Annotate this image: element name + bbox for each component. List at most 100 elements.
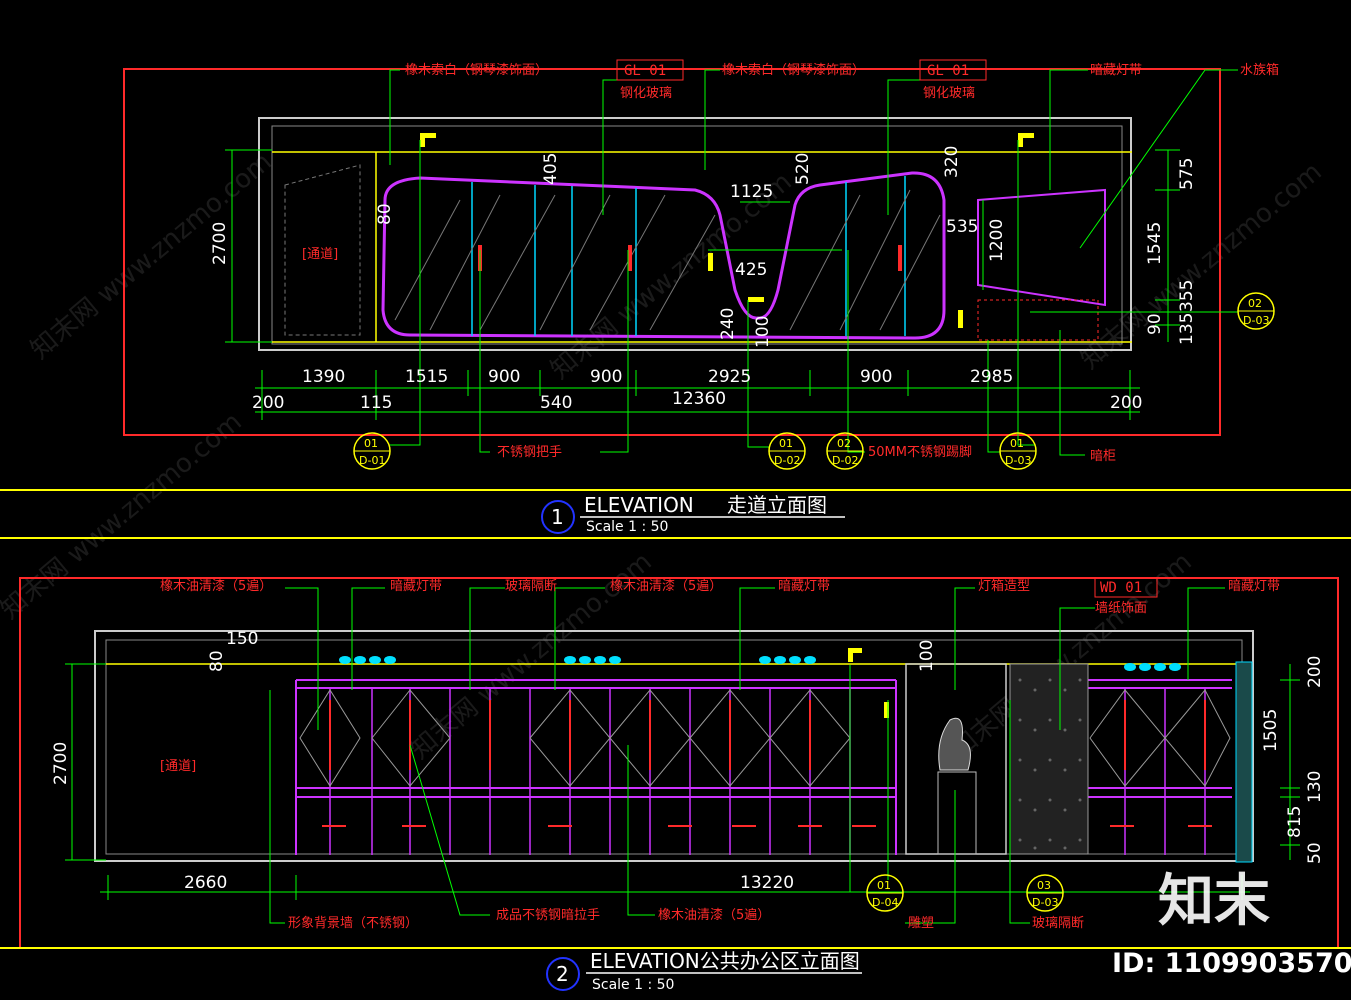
- elevation-1-leader-lines: [389, 69, 1238, 456]
- title-circle-1: [541, 500, 575, 534]
- aquarium-outline: [977, 188, 1106, 307]
- cabinet-structure: [295, 679, 1232, 855]
- dim-text: 150: [226, 629, 258, 649]
- note-oak-clear-1: 橡木油清漆（5遍）: [160, 578, 272, 594]
- ref-top: 01: [877, 879, 891, 892]
- dim-height: 2700: [210, 222, 230, 265]
- passage-label: [通道]: [302, 247, 338, 262]
- note-steel-pull: 成品不锈钢暗拉手: [496, 908, 600, 923]
- door-diamond-pattern: [299, 689, 1231, 787]
- dim-text: 815: [1285, 806, 1305, 838]
- detail-ref: 02 D-02: [826, 432, 864, 470]
- dims-row1: 1390 1515 900 900 2925 900 2985: [302, 367, 1013, 387]
- title-circle-2: [546, 957, 580, 991]
- passage-label-2: [通道]: [160, 759, 196, 774]
- note-hidden-light-2: 暗藏灯带: [778, 579, 830, 594]
- note-tempered-glass-1: 钢化玻璃: [620, 86, 672, 101]
- elevation-1-outer-frame: [123, 68, 1221, 436]
- elevation-1-inner-outline: [271, 125, 1123, 345]
- dim-text: 240: [718, 308, 738, 340]
- dim-text: 80: [375, 203, 395, 225]
- elevation-1-dimension-lines: [225, 149, 1180, 420]
- glass-divisions: [471, 176, 906, 336]
- dim-text: 200: [1305, 656, 1325, 688]
- dim-text: 2985: [970, 367, 1013, 387]
- dim-text: 2925: [708, 367, 751, 387]
- ref-top: 03: [1037, 879, 1051, 892]
- dim-text: 1515: [405, 367, 448, 387]
- note-tempered-glass-2: 钢化玻璃: [923, 86, 975, 101]
- ref-bottom: D-03: [1243, 314, 1269, 327]
- dim-text: 100: [917, 640, 937, 672]
- elevation-2-wall-outline: [94, 630, 1254, 862]
- note-handle: 不锈钢把手: [497, 445, 562, 460]
- tag-wd: WD 01: [1100, 580, 1142, 596]
- background-watermarks: 知末网 www.znzmo.com 知末网 www.znzmo.com 知末网 …: [0, 147, 1328, 766]
- detail-ref: 01 D-01: [353, 432, 391, 470]
- note-wood-finish-left: 橡木索白（钢琴漆饰面）: [405, 62, 548, 78]
- glass-partition-edge: [1235, 661, 1253, 863]
- elevation-1: [通道]: [0, 59, 1351, 539]
- elevation-1-subtitle: 走道立面图: [727, 493, 827, 517]
- note-lamp-box: 灯箱造型: [978, 578, 1030, 594]
- ref-top: 02: [1248, 297, 1262, 310]
- dim-text: 12360: [672, 389, 726, 409]
- dims-row2: 200 115 540 12360 200: [252, 389, 1142, 413]
- elevation-1-number: 1: [551, 505, 564, 529]
- dim-text: 1505: [1261, 709, 1281, 752]
- dim-text: 90: [1145, 313, 1165, 335]
- dim-text: 540: [540, 393, 572, 413]
- dim-text: 520: [793, 153, 813, 185]
- dim-text: 575: [1177, 158, 1197, 190]
- elevation-2: [通道]: [0, 577, 1351, 993]
- cabinet-pulls: [322, 700, 1212, 827]
- glass-hatching: [394, 189, 941, 331]
- sculpture: [938, 717, 971, 771]
- level-markers-2: [848, 648, 889, 718]
- note-glass-partition: 玻璃隔断: [1032, 916, 1084, 931]
- ref-bottom: D-03: [1032, 896, 1058, 909]
- ref-bottom: D-02: [774, 454, 800, 467]
- sculpture-pedestal: [937, 771, 977, 855]
- detail-ref: 01 D-04: [866, 874, 904, 912]
- note-oak-clear-2: 橡木油清漆（5遍）: [610, 578, 722, 594]
- dim-text: 1545: [1145, 222, 1165, 265]
- dim-text: 535: [946, 217, 978, 237]
- note-wood-finish-right: 橡木索白（钢琴漆饰面）: [722, 62, 865, 78]
- elevation-2-dimension-lines: [65, 663, 1300, 900]
- ghost-watermark: 知末网 www.znzmo.com: [25, 147, 277, 366]
- dim-text: 900: [590, 367, 622, 387]
- detail-ref: 01 D-03: [999, 432, 1037, 470]
- elevation-2-title: ELEVATION公共办公区立面图: [590, 949, 860, 973]
- dim-text: 200: [1110, 393, 1142, 413]
- dim-text: 135: [1177, 313, 1197, 345]
- note-image-wall: 形象背景墙（不锈钢）: [288, 916, 418, 931]
- ref-bottom: D-04: [872, 896, 898, 909]
- passage-doorway: [284, 164, 361, 336]
- level-markers: [420, 133, 1034, 328]
- tag-gl-2: GL 01: [927, 63, 969, 79]
- note-water-tank: 水族箱: [1240, 62, 1279, 78]
- note-hidden-light-1: 暗藏灯带: [390, 579, 442, 594]
- dim-text: 900: [488, 367, 520, 387]
- dims-right: 575 1545 355 90 135: [1145, 158, 1197, 345]
- note-glass-divider: 玻璃隔断: [505, 579, 557, 594]
- note-hidden-light: 暗藏灯带: [1090, 63, 1142, 78]
- elevation-2-leader-lines: [269, 587, 1225, 924]
- dim-text: 900: [860, 367, 892, 387]
- ref-top: 01: [779, 437, 793, 450]
- tag-box-gl-1: [616, 59, 684, 81]
- ref-bottom: D-01: [359, 454, 385, 467]
- dim-text: 1390: [302, 367, 345, 387]
- elevation-2-number: 2: [556, 962, 569, 986]
- dim-text: 1200: [987, 219, 1007, 262]
- ref-bottom: D-03: [1005, 454, 1031, 467]
- ref-top: 02: [837, 437, 851, 450]
- brand-watermark: 知末: [1158, 869, 1270, 934]
- elevation-1-scale: Scale 1 : 50: [586, 519, 668, 535]
- note-hidden-light-3: 暗藏灯带: [1228, 579, 1280, 594]
- detail-ref: 02 D-03: [1237, 292, 1275, 330]
- tag-box-gl-2: [919, 59, 987, 81]
- wallpaper-dots: [1018, 678, 1082, 850]
